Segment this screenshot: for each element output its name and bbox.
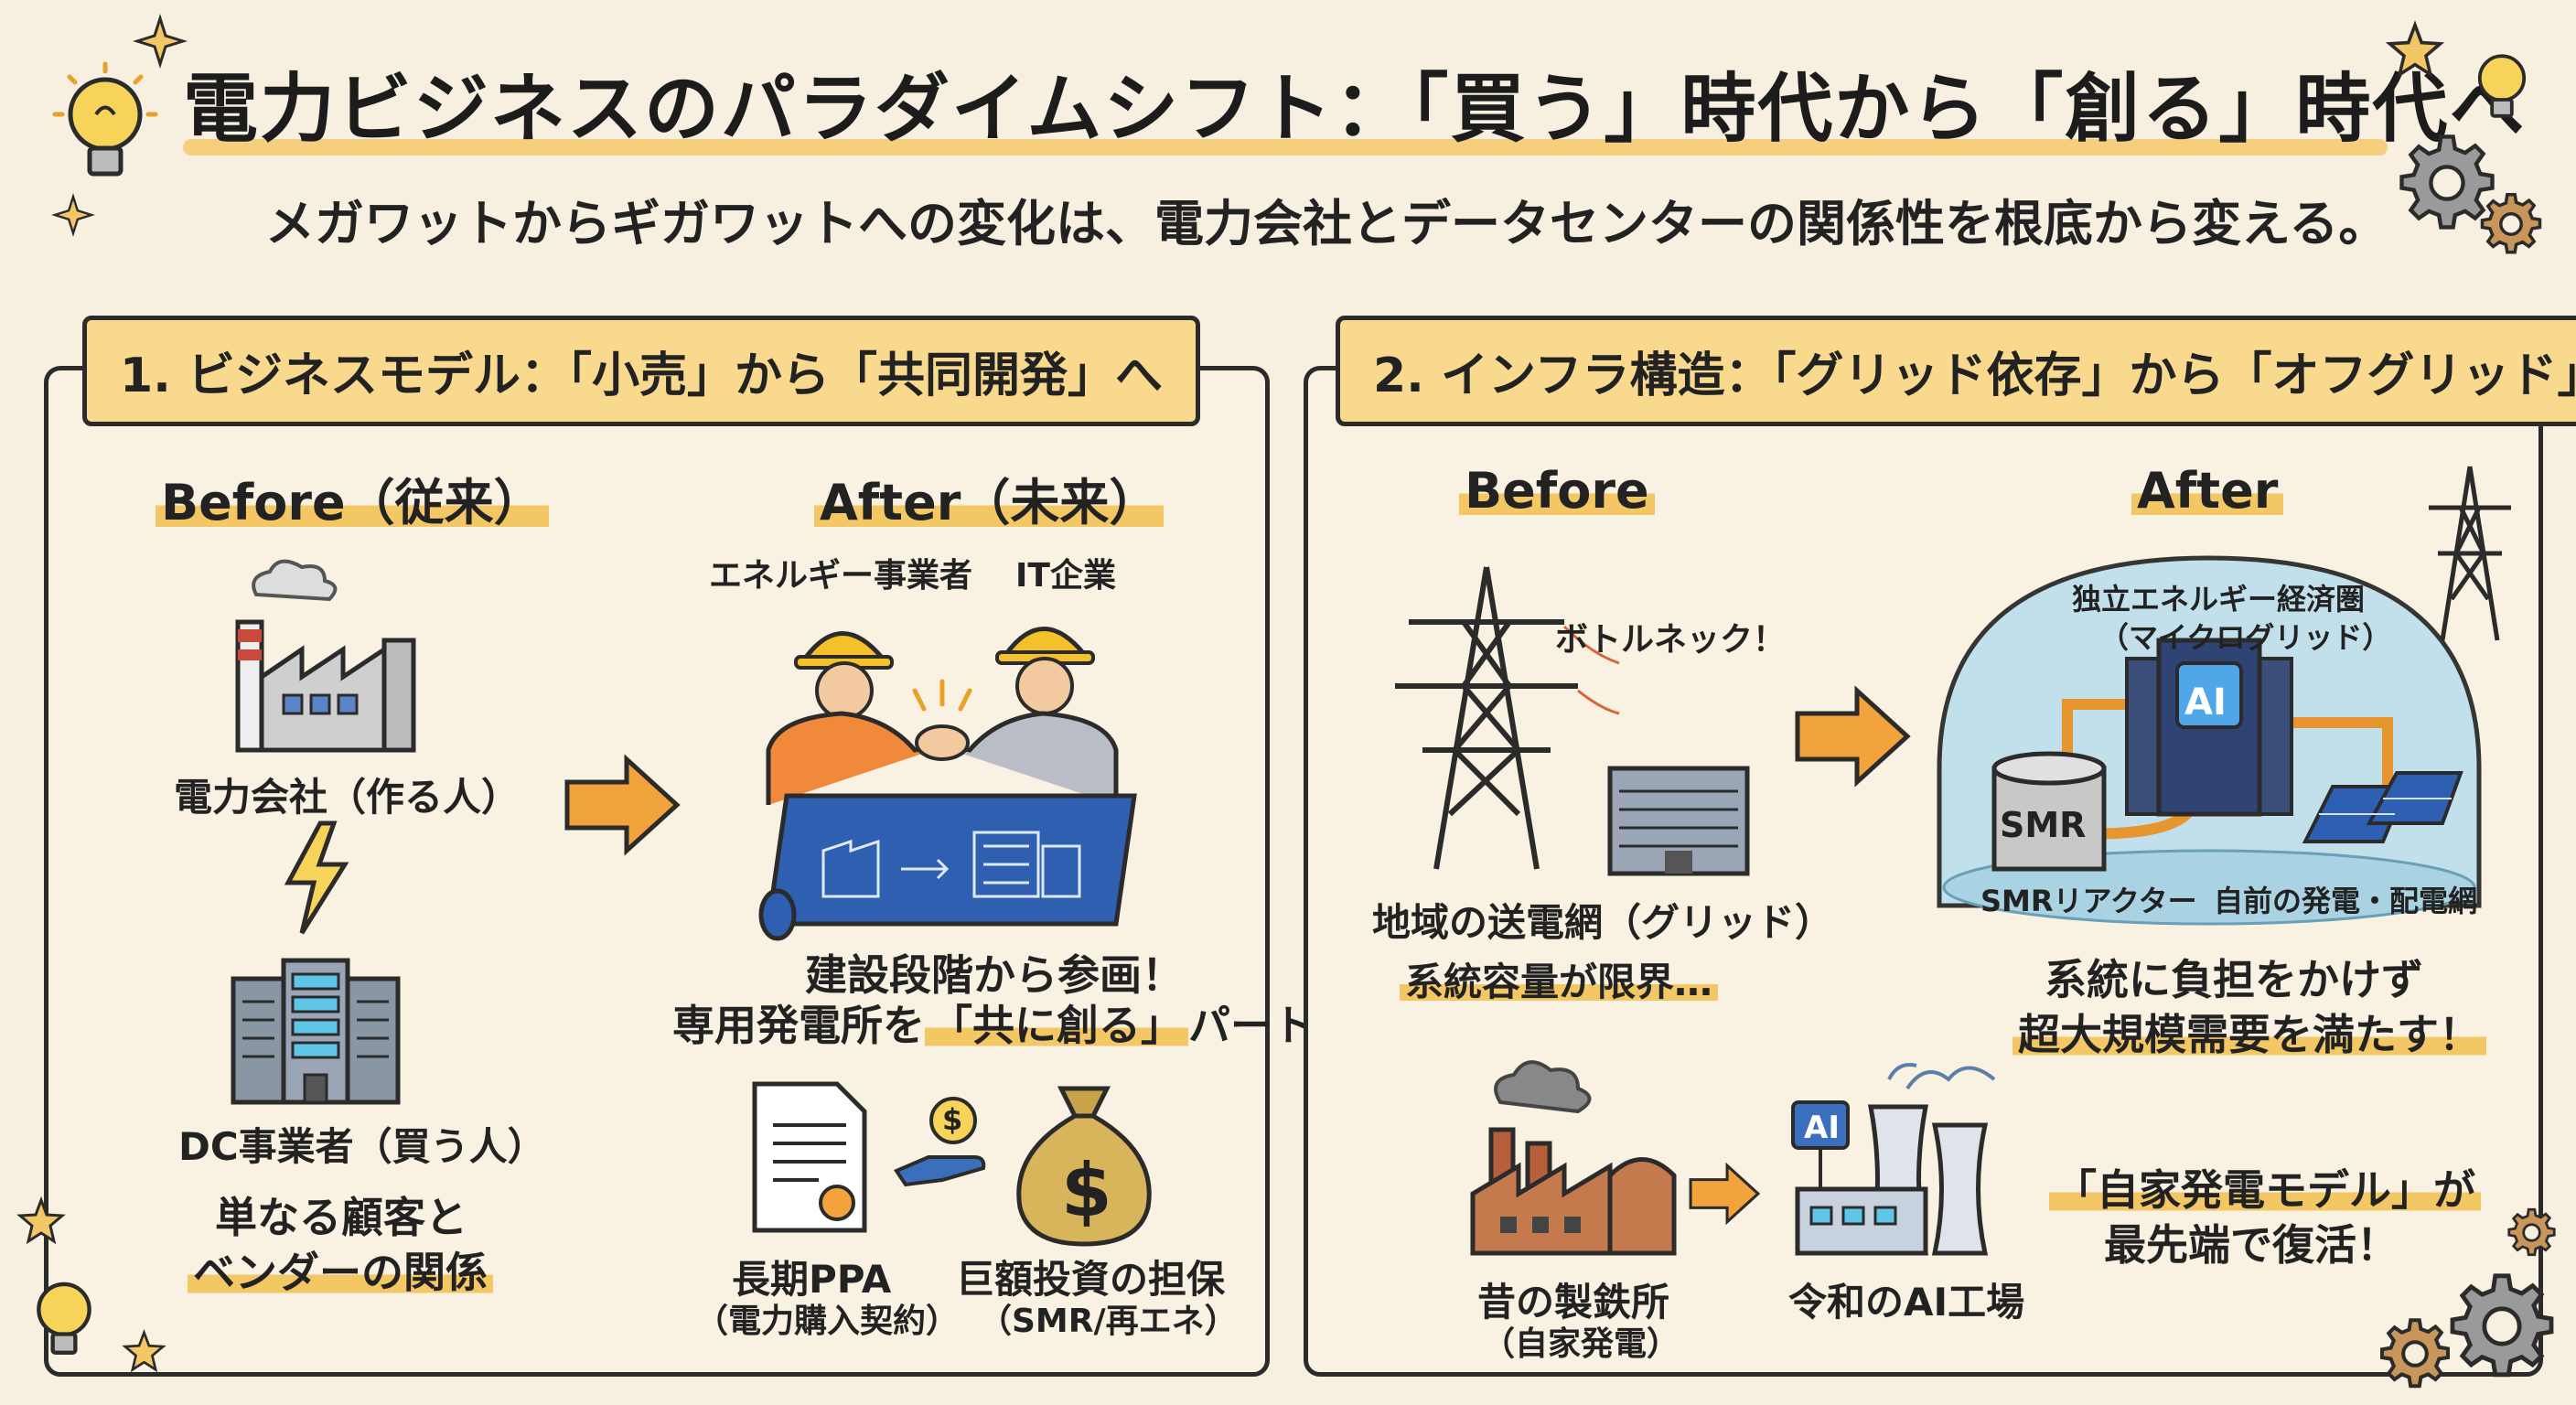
dollar-coin-icon: $: [942, 1102, 963, 1137]
transition-arrow-icon: [1795, 685, 1911, 788]
money-bag-icon: [1016, 1086, 1152, 1247]
before-caption-line2: ベンダーの関係: [188, 1239, 493, 1300]
star-icon: [122, 1328, 166, 1373]
investment-sublabel: （SMR/再エネ）: [979, 1303, 1238, 1340]
investment-label: 巨額投資の担保: [956, 1257, 1226, 1302]
blueprint-icon: [758, 793, 1137, 941]
lightbulb-icon: [2477, 54, 2527, 118]
before-label: Before（従来）: [156, 462, 549, 534]
steelworks-sublabel: （自家発電）: [1482, 1325, 1680, 1363]
page-title: 電力ビジネスのパラダイムシフト：「買う」時代から「創る」時代へ: [183, 66, 2527, 153]
revival-line1: 「自家発電モデル」が: [2049, 1157, 2481, 1217]
after-label: After（未来）: [814, 462, 1165, 534]
transmission-tower-icon: [1395, 566, 1620, 870]
after-caption-line1: 建設段階から参画！: [805, 950, 1184, 1000]
sparkle-icon: [133, 14, 188, 69]
it-company-label: IT企業: [1015, 557, 1116, 595]
own-grid-label: 自前の発電・配電網: [2214, 884, 2478, 918]
revival-line2: 最先端で復活！: [2104, 1220, 2399, 1270]
ai-factory-label: 令和のAI工場: [1788, 1280, 2025, 1325]
after-caption-right-line2: 超大規模需要を満たす！: [2012, 1002, 2486, 1062]
gear-icon: [2380, 1318, 2450, 1389]
microgrid-title: 独立エネルギー経済圏: [2072, 582, 2366, 617]
microgrid-dome: [1937, 555, 2482, 926]
factory-icon: [1470, 1060, 1677, 1256]
grid-label: 地域の送電網（グリッド）: [1372, 900, 1834, 945]
handshake-icon: [766, 627, 1119, 805]
lightning-icon: [284, 820, 349, 935]
power-company-label: 電力会社（作る人）: [174, 775, 521, 820]
title-underline: [183, 139, 2388, 156]
transition-arrow-icon: [564, 754, 681, 856]
after-label-right: After: [2131, 462, 2284, 520]
smr-reactor-label: SMRリアクター: [1980, 884, 2197, 918]
energy-company-label: エネルギー事業者: [709, 557, 973, 595]
ai-sign-label: AI: [1804, 1110, 1840, 1146]
ai-chip-icon: AI: [2184, 681, 2227, 724]
bag-dollar-symbol: $: [1061, 1148, 1112, 1233]
lightbulb-icon: [52, 61, 158, 177]
contract-icon: [752, 1081, 867, 1233]
ppa-label: 長期PPA: [732, 1257, 892, 1302]
server-building-icon: [1607, 766, 1750, 876]
before-label-right: Before: [1459, 462, 1655, 520]
gear-icon: [2399, 134, 2495, 230]
after-caption-right-line1: 系統に負担をかけず: [2045, 955, 2423, 1004]
hand-coin-icon: [894, 1097, 986, 1187]
transmission-tower-icon: [2429, 466, 2511, 641]
star-icon: [16, 1196, 66, 1245]
ppa-sublabel: （電力購入契約）: [695, 1303, 960, 1340]
after-caption-line2: 専用発電所を「共に創る」パートナー: [672, 1001, 1399, 1050]
cooling-tower-icon: [1791, 1063, 1996, 1256]
gear-icon: [2480, 193, 2542, 254]
business-model-header: 1. ビジネスモデル：「小売」から「共同開発」へ: [82, 316, 1201, 426]
lightbulb-icon: [37, 1282, 91, 1356]
star-icon: [2385, 20, 2445, 79]
power-plant-icon: [235, 559, 416, 753]
transition-arrow-icon: [1689, 1162, 1761, 1226]
page-subtitle: メガワットからギガワットへの変化は、電力会社とデータセンターの関係性を根底から変…: [265, 195, 2388, 252]
gear-icon: [2450, 1273, 2554, 1378]
gear-icon: [2507, 1207, 2556, 1257]
infrastructure-header: 2. インフラ構造：「グリッド依存」から「オフグリッド」へ: [1336, 316, 2576, 426]
dc-operator-label: DC事業者（買う人）: [178, 1124, 546, 1169]
bottleneck-label: ボトルネック！: [1555, 621, 1787, 659]
data-center-icon: [231, 958, 401, 1105]
sparkle-icon: [51, 193, 95, 237]
microgrid-subtitle: （マイクログリッド）: [2099, 620, 2392, 655]
steelworks-label: 昔の製鉄所: [1477, 1280, 1670, 1325]
smr-tank-label: SMR: [2000, 805, 2087, 845]
grid-limit-label: 系統容量が限界…: [1400, 951, 1719, 1007]
before-caption-line1: 単なる顧客と: [215, 1193, 467, 1242]
